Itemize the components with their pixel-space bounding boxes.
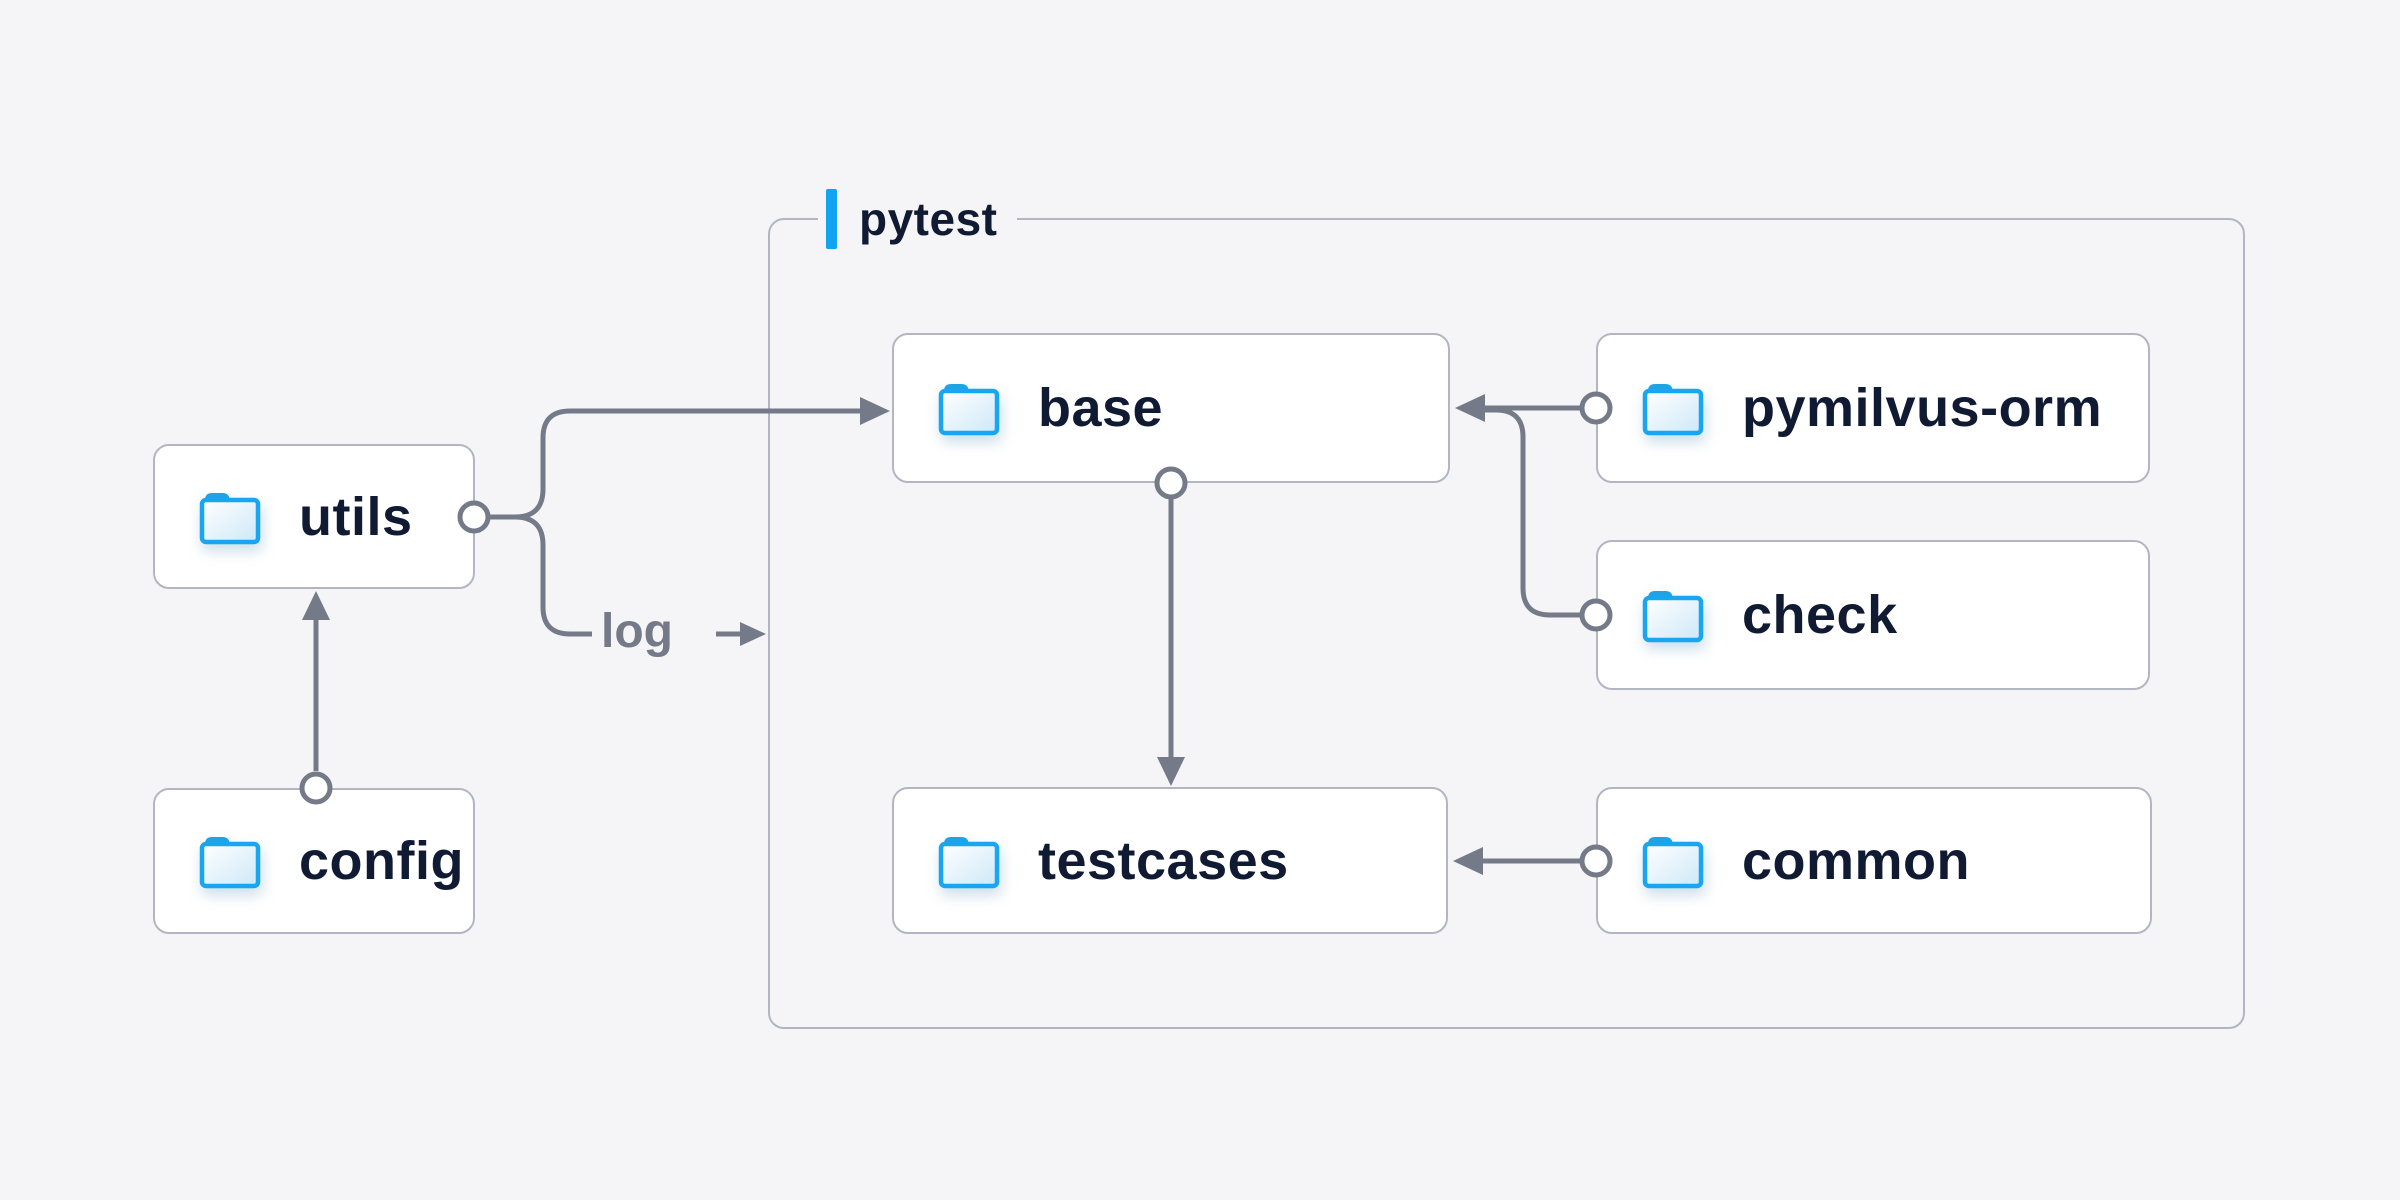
node-common-label: common [1742, 830, 1971, 891]
node-base: base [892, 333, 1450, 483]
accent-bar [826, 189, 837, 249]
folder-icon [1642, 384, 1704, 436]
node-testcases-label: testcases [1038, 830, 1289, 891]
node-check: check [1596, 540, 2150, 690]
node-config-label: config [299, 831, 464, 891]
node-check-label: check [1742, 585, 1898, 645]
node-utils: utils [153, 444, 475, 589]
pytest-group-box: pytest [768, 187, 2245, 1029]
folder-icon [938, 836, 1000, 888]
node-pymilvus-orm: pymilvus-orm [1596, 333, 2150, 483]
folder-icon [199, 837, 261, 889]
node-utils-label: utils [299, 486, 413, 547]
node-common: common [1596, 787, 2152, 934]
folder-icon [1642, 591, 1704, 643]
pytest-group-title: pytest [859, 193, 998, 245]
node-base-label: base [1038, 378, 1164, 438]
node-config: config [153, 788, 475, 934]
folder-icon [1642, 836, 1704, 888]
pytest-group-label: pytest [818, 187, 1018, 251]
node-testcases: testcases [892, 787, 1448, 934]
folder-icon [199, 492, 261, 544]
log-edge-label: log [601, 605, 673, 658]
folder-icon [938, 384, 1000, 436]
node-pymilvus-orm-label: pymilvus-orm [1742, 378, 2103, 438]
edge-config-utils [299, 591, 333, 805]
